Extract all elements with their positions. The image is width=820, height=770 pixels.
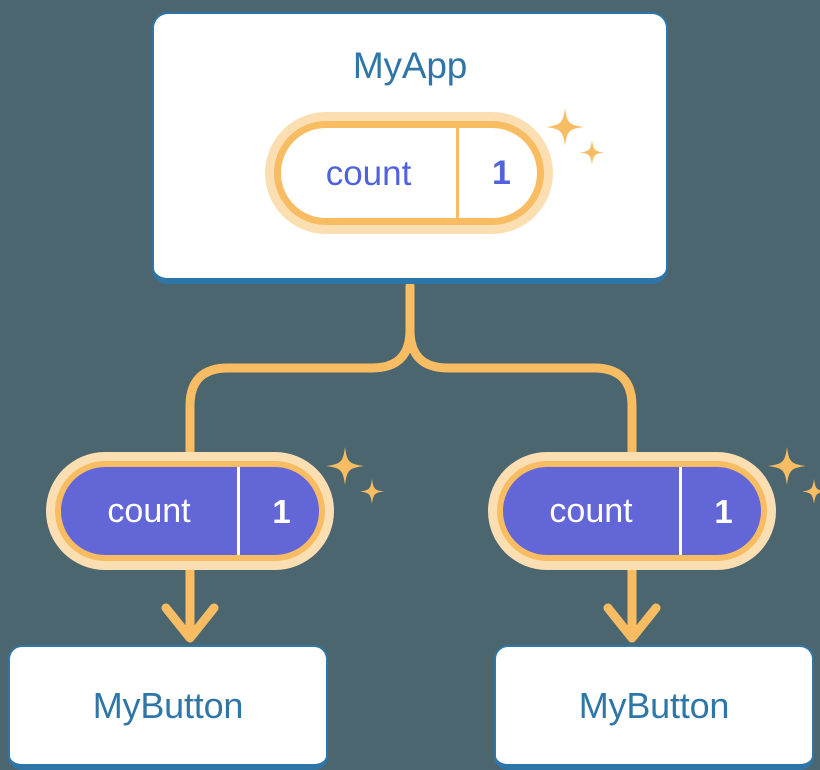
arrow-down-icon	[603, 565, 661, 643]
button-card-title: MyButton	[578, 684, 730, 726]
button-card-right: MyButton	[494, 645, 814, 770]
state-pill-inner: count 1	[274, 121, 544, 225]
page-title: MyApp	[352, 45, 468, 86]
state-pill-inner: count 1	[497, 461, 767, 561]
state-pill-button-left: count 1	[46, 452, 334, 570]
state-key: count	[107, 492, 191, 530]
fork-connector-right	[405, 325, 637, 457]
state-pill-button-right: count 1	[488, 452, 776, 570]
state-key: count	[549, 492, 633, 530]
button-card-left: MyButton	[8, 645, 328, 770]
state-value: 1	[456, 128, 537, 218]
state-pill-app: count 1	[265, 112, 553, 234]
state-value: 1	[237, 467, 319, 555]
state-value: 1	[679, 467, 761, 555]
state-pill-inner: count 1	[55, 461, 325, 561]
fork-connector	[185, 281, 415, 457]
state-key: count	[325, 153, 412, 193]
arrow-down-icon	[161, 565, 219, 643]
button-card-title: MyButton	[92, 684, 244, 726]
